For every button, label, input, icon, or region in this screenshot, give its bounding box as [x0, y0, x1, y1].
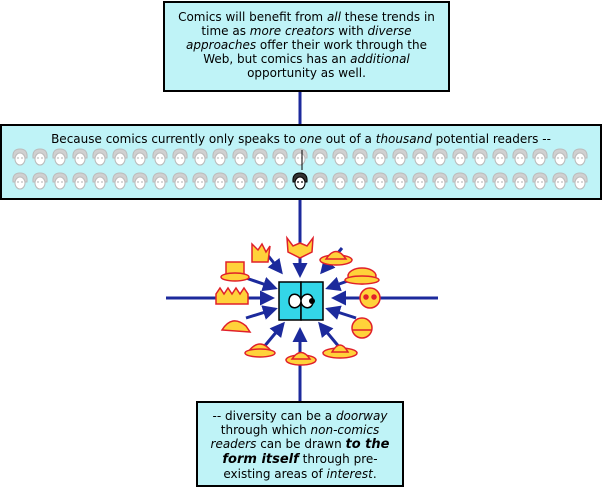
- reader-face-icon: [72, 172, 88, 190]
- reader-face-icon: [492, 172, 508, 190]
- reader-face-icon: [552, 148, 568, 166]
- reader-face-icon: [112, 148, 128, 166]
- reader-face-icon: [392, 172, 408, 190]
- reader-face-icon: [192, 172, 208, 190]
- bottom-caption-text: -- diversity can be a doorway through wh…: [210, 409, 390, 481]
- reader-face-icon: [332, 148, 348, 166]
- interest-hats: [215, 235, 381, 366]
- reader-faces-grid: [12, 148, 588, 190]
- reader-face-icon: [372, 148, 388, 166]
- reader-face-icon: [572, 148, 588, 166]
- reader-face-icon: [72, 148, 88, 166]
- reader-face-icon: [452, 172, 468, 190]
- top-caption-text: Comics will benefit from all these trend…: [178, 10, 435, 80]
- reader-face-icon: [512, 172, 528, 190]
- reader-face-icon: [432, 172, 448, 190]
- readers-panel: Because comics currently only speaks to …: [0, 124, 602, 200]
- reader-face-icon: [112, 172, 128, 190]
- reader-face-icon: [312, 148, 328, 166]
- reader-face-icon: [252, 148, 268, 166]
- straw-hat-icon: [285, 351, 317, 366]
- reader-face-icon: [212, 172, 228, 190]
- reader-face-icon: [232, 148, 248, 166]
- reader-face-icon: [492, 148, 508, 166]
- sombrero-icon: [322, 344, 358, 359]
- crown-icon: [251, 242, 271, 263]
- reader-face-icon: [352, 172, 368, 190]
- reader-face-icon: [512, 148, 528, 166]
- reader-face-icon: [452, 148, 468, 166]
- skull-icon: [359, 287, 381, 309]
- reader-face-icon: [12, 148, 28, 166]
- reader-face-icon: [12, 172, 28, 190]
- reader-face-icon: [52, 148, 68, 166]
- reader-face-icon: [532, 172, 548, 190]
- brimmed-hat-icon: [319, 250, 353, 266]
- helmet-icon: [351, 317, 373, 339]
- reader-face-icon: [332, 172, 348, 190]
- reader-face-icon: [92, 172, 108, 190]
- reader-face-icon: [552, 172, 568, 190]
- reader-face-icon: [152, 172, 168, 190]
- top-caption-box: Comics will benefit from all these trend…: [163, 1, 450, 92]
- reader-face-icon: [152, 148, 168, 166]
- cap-icon: [220, 320, 252, 333]
- cat-mask-icon: [286, 235, 314, 259]
- reader-face-icon: [252, 172, 268, 190]
- reader-face-icon: [212, 148, 228, 166]
- doorway-icon: [278, 281, 324, 321]
- top-hat-icon: [220, 261, 250, 282]
- middle-caption-text: Because comics currently only speaks to …: [51, 132, 551, 146]
- reader-face-icon: [92, 148, 108, 166]
- reader-face-icon: [292, 148, 308, 166]
- comics-reader-face-icon: [292, 172, 308, 190]
- reader-face-icon: [392, 148, 408, 166]
- reader-face-icon: [352, 148, 368, 166]
- reader-face-icon: [312, 172, 328, 190]
- reader-face-icon: [232, 172, 248, 190]
- reader-face-icon: [372, 172, 388, 190]
- reader-face-icon: [32, 172, 48, 190]
- bowl-hat-icon: [344, 267, 380, 285]
- bottom-caption-box: -- diversity can be a doorway through wh…: [196, 401, 404, 487]
- reader-face-icon: [472, 148, 488, 166]
- reader-face-icon: [52, 172, 68, 190]
- reader-face-icon: [172, 148, 188, 166]
- reader-face-icon: [132, 148, 148, 166]
- reader-face-icon: [32, 148, 48, 166]
- reader-face-icon: [472, 172, 488, 190]
- hard-hat-icon: [244, 343, 276, 358]
- reader-face-icon: [172, 172, 188, 190]
- reader-face-icon: [132, 172, 148, 190]
- reader-face-icon: [412, 148, 428, 166]
- reader-face-icon: [532, 148, 548, 166]
- reader-face-icon: [192, 148, 208, 166]
- reader-face-icon: [572, 172, 588, 190]
- reader-face-icon: [272, 172, 288, 190]
- reader-face-icon: [412, 172, 428, 190]
- spiky-band-icon: [215, 286, 249, 305]
- reader-face-icon: [272, 148, 288, 166]
- reader-face-icon: [432, 148, 448, 166]
